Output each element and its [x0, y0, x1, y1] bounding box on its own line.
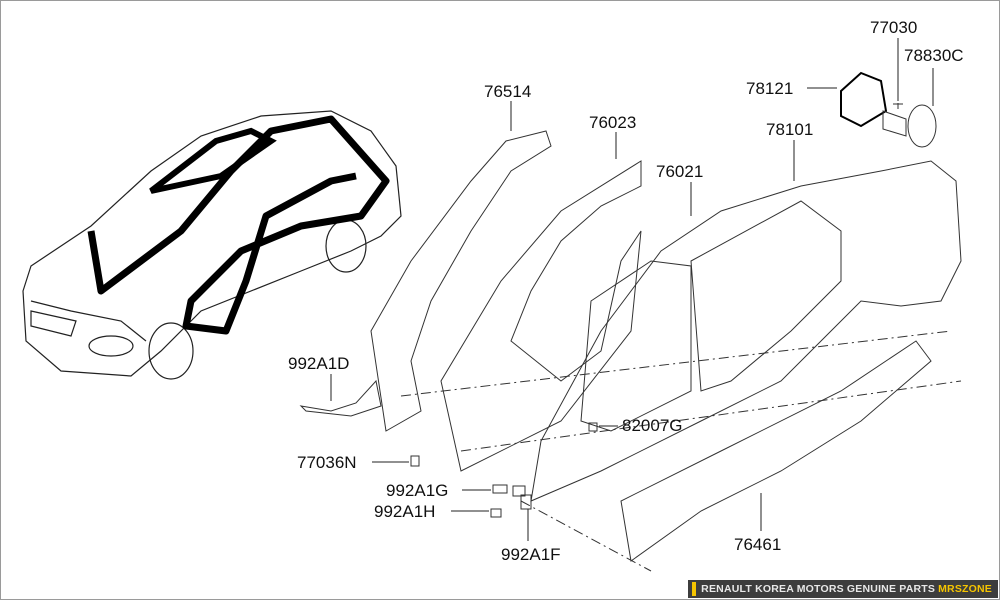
- part-label-992A1G[interactable]: 992A1G: [386, 481, 449, 500]
- part-label-992A1H[interactable]: 992A1H: [374, 502, 436, 521]
- panel-76023-shape: [440, 160, 642, 472]
- watermark-footer: RENAULT KOREA MOTORS GENUINE PARTS MRSZO…: [688, 580, 998, 598]
- part-label-76023[interactable]: 76023: [589, 113, 637, 132]
- part-label-77030[interactable]: 77030: [870, 18, 918, 37]
- footer-brand: MRSZONE: [938, 583, 992, 595]
- leader-lines: [330, 38, 934, 541]
- part-label-82007G[interactable]: 82007G: [622, 416, 683, 435]
- accent-bar: [692, 582, 697, 596]
- side-panel-drawings: [299, 71, 962, 572]
- part-label-992A1D[interactable]: 992A1D: [288, 354, 350, 373]
- part-label-78101[interactable]: 78101: [766, 120, 814, 139]
- part-label-78830C[interactable]: 78830C: [904, 46, 964, 65]
- sill-76461-shape: [620, 340, 932, 562]
- part-label-76021[interactable]: 76021: [656, 162, 704, 181]
- part-label-77036N[interactable]: 77036N: [297, 453, 357, 472]
- part-label-78121[interactable]: 78121: [746, 79, 794, 98]
- part-label-76461[interactable]: 76461: [734, 535, 782, 554]
- car-overview-illustration: [22, 110, 402, 380]
- panel-78101-shape: [530, 160, 962, 502]
- pillar-76514-shape: [370, 130, 552, 432]
- footer-text: RENAULT KOREA MOTORS GENUINE PARTS: [701, 583, 936, 595]
- part-label-992A1F[interactable]: 992A1F: [501, 545, 561, 564]
- part-label-76514[interactable]: 76514: [484, 82, 532, 101]
